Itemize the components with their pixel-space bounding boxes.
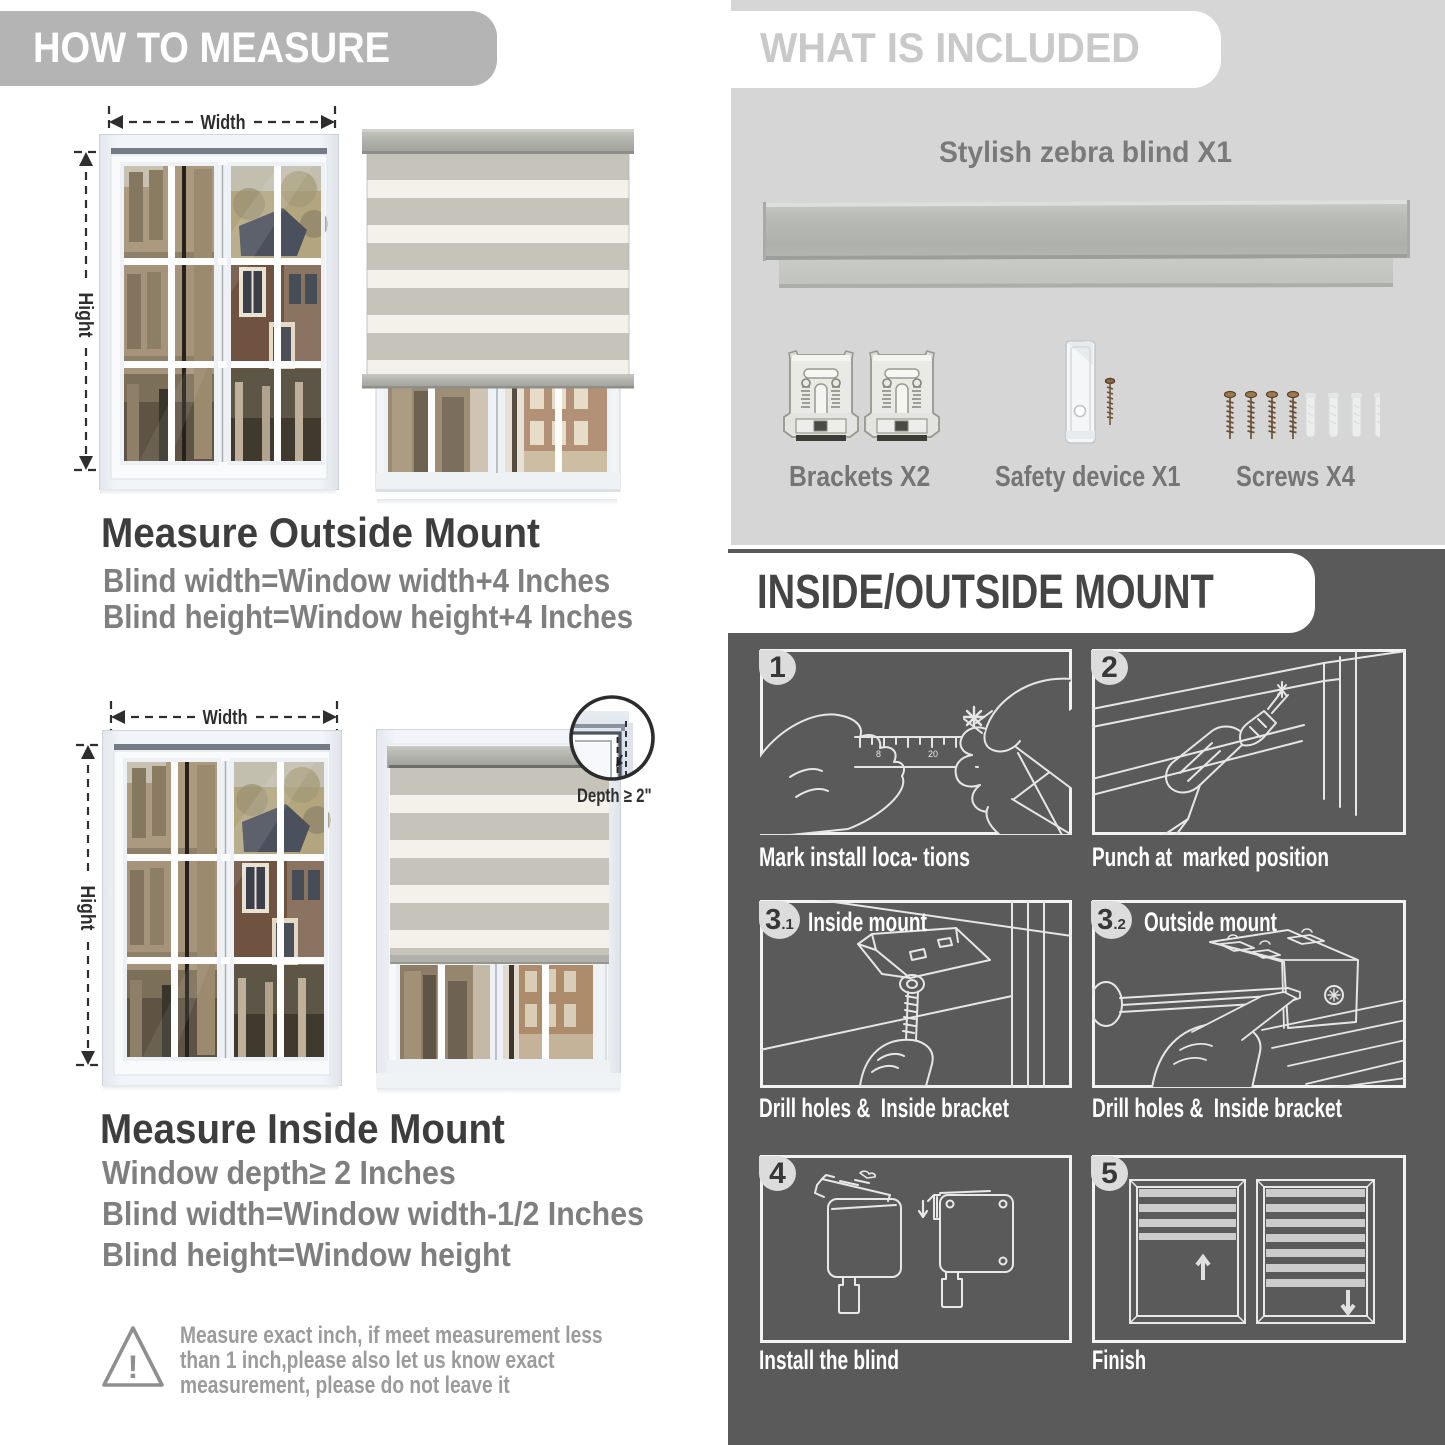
svg-text:8: 8 [876,749,881,759]
svg-text:Width: Width [201,112,246,134]
svg-text:20: 20 [928,749,938,759]
svg-text:Width: Width [203,707,248,729]
svg-text:!: ! [128,1349,139,1385]
svg-text:Hight: Hight [74,293,96,338]
svg-text:Hight: Hight [76,886,98,931]
